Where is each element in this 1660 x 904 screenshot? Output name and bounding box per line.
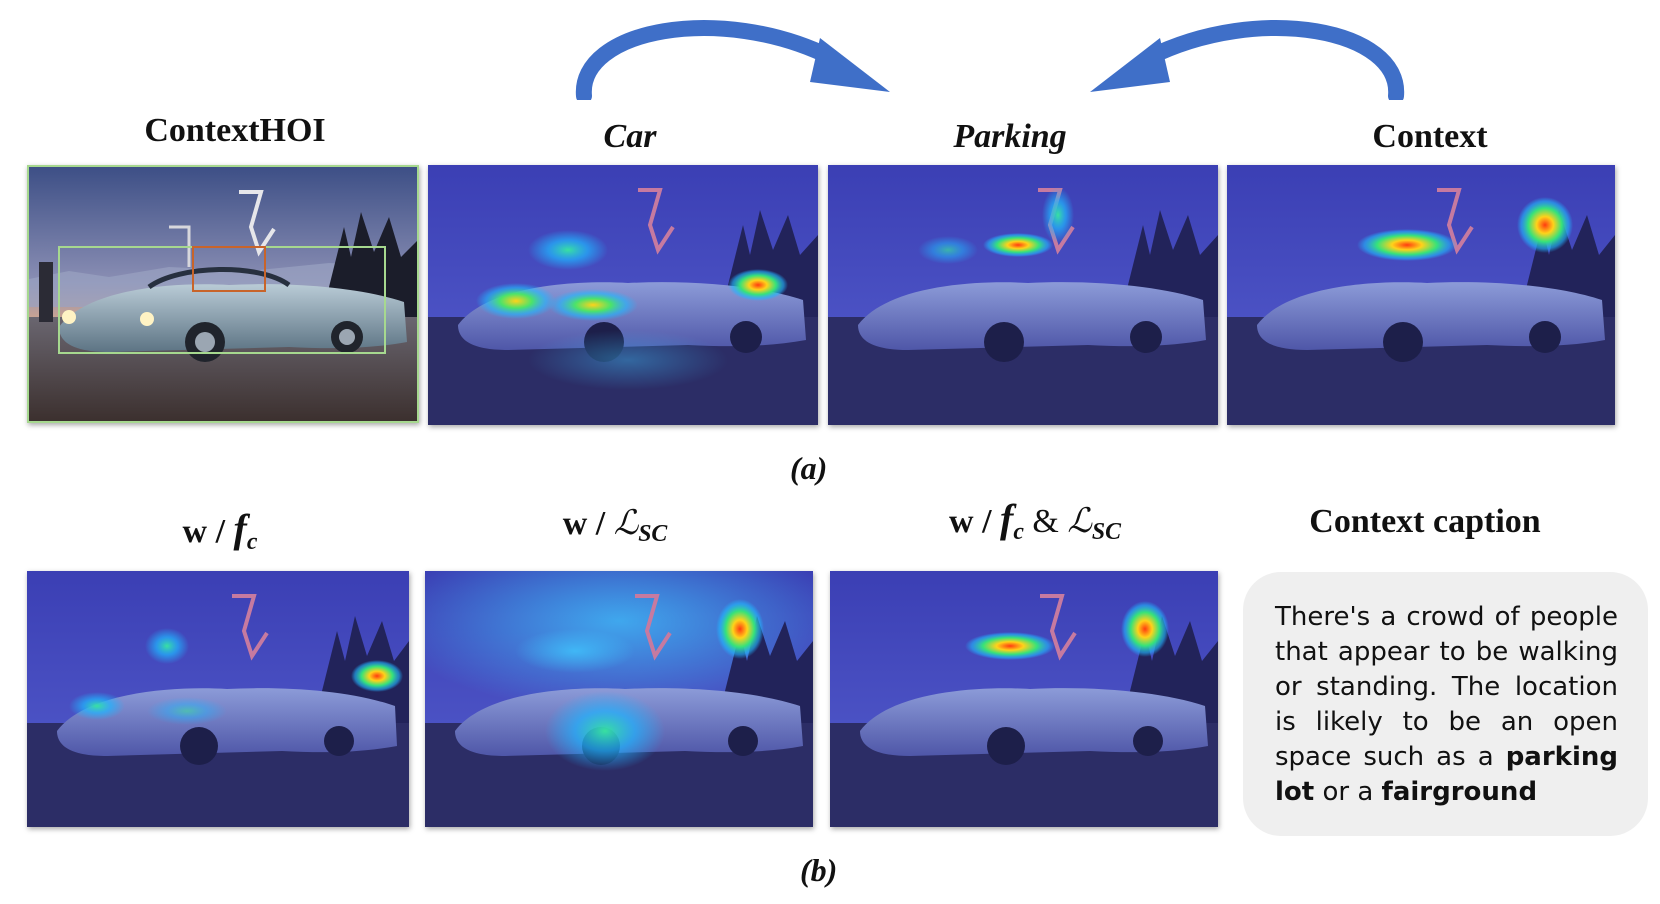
title-w-lsc-prefix: w / [562, 505, 614, 542]
label-a: (a) [790, 450, 828, 486]
subscript-c: c [1013, 519, 1024, 546]
title-context-caption: Context caption [1309, 503, 1541, 540]
symbol-f: f [233, 506, 247, 551]
label-b: (b) [800, 852, 838, 888]
symbol-l: ℒ [613, 505, 639, 542]
context-caption-box: There's a crowd of people that appear to… [1243, 572, 1648, 836]
title-car: Car [603, 118, 657, 155]
symbol-f: f [1000, 496, 1014, 541]
subscript-sc: SC [638, 521, 668, 548]
caption-text-middle: or a [1314, 777, 1382, 807]
heatmap-context [1227, 165, 1615, 425]
heatmap-car [428, 165, 818, 425]
arrow-car-to-parking [575, 20, 890, 100]
title-w-fc: w / fc [150, 505, 290, 556]
caption-text: There's a crowd of people that appear to… [1275, 602, 1618, 772]
ampersand: & [1023, 503, 1068, 540]
title-context: Context [1372, 118, 1488, 155]
heatmap-w-both [830, 571, 1218, 827]
title-w-lsc: w / ℒSC [540, 503, 690, 548]
title-w-both-prefix: w / [949, 503, 1001, 540]
subscript-c: c [246, 529, 258, 556]
heatmap-w-lsc [425, 571, 813, 827]
title-w-fc-prefix: w / [182, 513, 234, 550]
image-original [27, 165, 419, 423]
heatmap-w-fc [27, 571, 409, 827]
symbol-l: ℒ [1067, 503, 1092, 540]
caption-highlight-parking-lot: parking lot [1275, 742, 1618, 807]
title-w-both: w / fc & ℒSC [920, 495, 1150, 546]
subscript-sc: SC [1091, 519, 1121, 546]
arrow-context-to-parking [1090, 20, 1405, 100]
title-parking: Parking [953, 118, 1067, 155]
heatmap-parking [828, 165, 1218, 425]
caption-highlight-fairground: fairground [1381, 777, 1538, 807]
title-contexthoi: ContextHOI [144, 112, 326, 149]
